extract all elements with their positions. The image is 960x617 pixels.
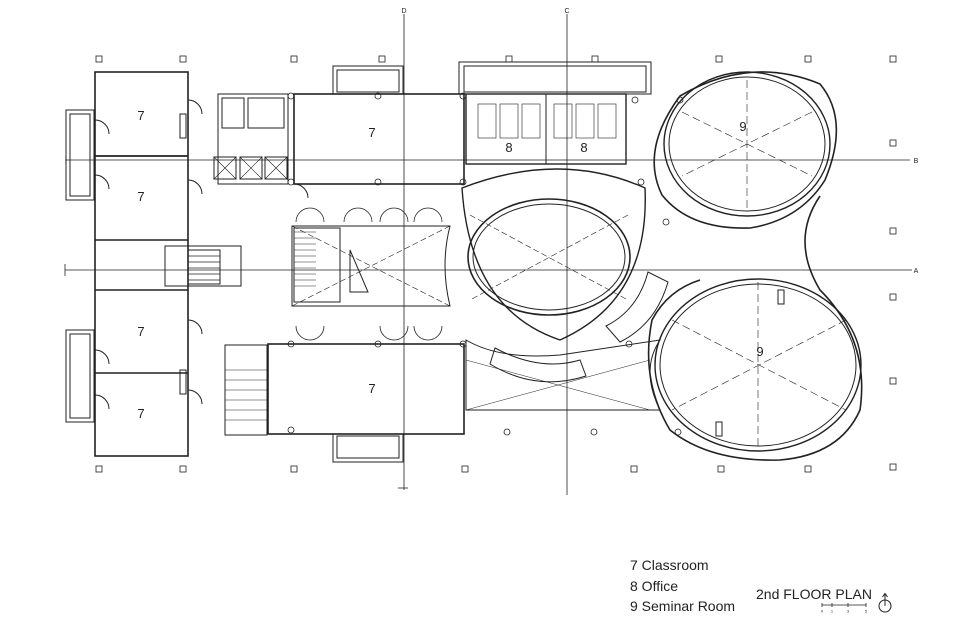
grid-label-d: D [401, 8, 406, 15]
room-label-office: 8 [580, 140, 587, 155]
lower-core [224, 344, 268, 436]
room-label-classroom: 7 [137, 406, 144, 421]
plan-title: 2nd FLOOR PLAN [756, 586, 872, 602]
grid-labels: D C B A [401, 8, 918, 275]
room-label-classroom: 7 [137, 189, 144, 204]
room-label-classroom: 7 [368, 381, 375, 396]
scale-bar-icon: 0 1 3 5 [821, 603, 868, 614]
central-oval [461, 168, 646, 341]
legend-item-office: 8 Office [630, 577, 678, 594]
lower-plaza [465, 339, 662, 411]
left-wing [65, 71, 203, 457]
grid-label-c: C [564, 8, 569, 15]
upper-core [213, 93, 289, 185]
lower-classroom [267, 343, 465, 463]
room-label-classroom: 7 [368, 125, 375, 140]
room-legend: 7 Classroom 8 Office 9 Seminar Room [630, 555, 735, 617]
scale-tick-5: 5 [865, 609, 868, 614]
scale-tick-1: 1 [831, 609, 834, 614]
grid-label-a: A [914, 268, 919, 275]
scale-tick-3: 3 [847, 609, 850, 614]
north-arrow-icon [878, 592, 892, 613]
corridor-doors [295, 207, 443, 341]
room-label-classroom: 7 [137, 324, 144, 339]
room-label-classroom: 7 [137, 108, 144, 123]
room-label-office: 8 [505, 140, 512, 155]
offices [458, 61, 652, 165]
grid-label-b: B [914, 158, 919, 165]
legend-item-seminar-room: 9 Seminar Room [630, 598, 736, 614]
seminar-room-lower [647, 195, 863, 461]
curved-stairs [489, 271, 669, 383]
scale-tick-0: 0 [821, 609, 824, 614]
grid-lines [64, 14, 912, 495]
legend-item-classroom: 7 Classroom [630, 557, 709, 573]
room-label-seminar: 9 [739, 119, 746, 134]
room-labels: 7 7 7 7 7 7 8 8 9 9 [137, 108, 763, 421]
upper-classroom [293, 65, 465, 199]
seminar-room-upper [653, 71, 838, 229]
room-label-seminar: 9 [756, 344, 763, 359]
atrium-void [291, 225, 451, 307]
central-stair [164, 245, 242, 287]
